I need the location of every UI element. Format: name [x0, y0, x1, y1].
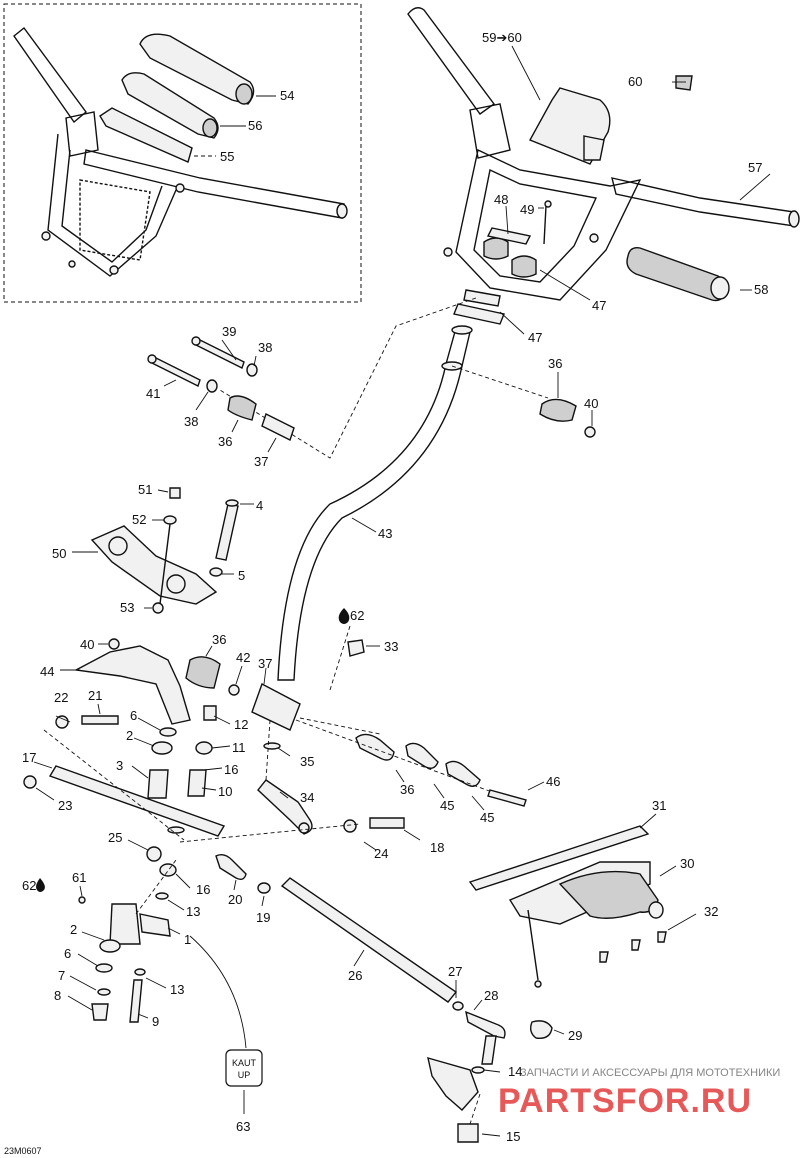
- watermark-brand: PARTSFOR.RU: [498, 1082, 752, 1120]
- tie-rod-26-group: [215, 853, 565, 1143]
- callout-39: 39: [222, 324, 236, 339]
- tie-rod-right-group: [295, 719, 545, 811]
- callout-5: 5: [238, 568, 245, 583]
- callout-54: 54: [280, 88, 294, 103]
- callout-27: 27: [448, 964, 462, 979]
- callout-30: 30: [680, 856, 694, 871]
- callout-21: 21: [88, 688, 102, 703]
- callout-23: 23: [58, 798, 72, 813]
- callout-36-upper-right: 36: [548, 356, 562, 371]
- callout-55: 55: [220, 149, 234, 164]
- callout-48: 48: [494, 192, 508, 207]
- callout-12: 12: [234, 717, 248, 732]
- callout-3: 3: [116, 758, 123, 773]
- callout-33: 33: [384, 639, 398, 654]
- label-plate-line1: KAUT: [232, 1058, 257, 1068]
- callout-37-upper: 37: [254, 454, 268, 469]
- oil-drop-icon: [338, 608, 350, 624]
- bracket-50-group: [72, 487, 254, 614]
- callout-45-right: 45: [480, 810, 494, 825]
- callout-51: 51: [138, 482, 152, 497]
- callout-35: 35: [300, 754, 314, 769]
- callout-2-upper: 2: [126, 728, 133, 743]
- callout-52: 52: [132, 512, 146, 527]
- handlebar-assembly: [407, 7, 800, 335]
- callout-38-upper: 38: [258, 340, 272, 355]
- callout-17: 17: [22, 750, 36, 765]
- callout-56: 56: [248, 118, 262, 133]
- link-rod-group: [127, 817, 421, 862]
- callout-36-right: 36: [400, 782, 414, 797]
- callout-47-upper: 47: [592, 298, 606, 313]
- callout-62-upper: 62: [350, 608, 364, 623]
- callout-62-lower: 62: [22, 878, 36, 893]
- callout-32: 32: [704, 904, 718, 919]
- callout-4: 4: [256, 498, 263, 513]
- callout-1: 1: [184, 932, 191, 947]
- callout-57: 57: [748, 160, 762, 175]
- callout-13-upper: 13: [186, 904, 200, 919]
- callout-15: 15: [506, 1129, 520, 1144]
- callout-16-lower: 16: [196, 882, 210, 897]
- callout-31: 31: [652, 798, 666, 813]
- callout-11: 11: [232, 740, 246, 755]
- inset-alternate-handlebar: [3, 3, 362, 303]
- callout-19: 19: [256, 910, 270, 925]
- callout-28: 28: [484, 988, 498, 1003]
- callout-58: 58: [754, 282, 768, 297]
- callout-9: 9: [152, 1014, 159, 1029]
- callout-25: 25: [108, 830, 122, 845]
- callout-59-to-60: 59➔60: [482, 30, 522, 45]
- callout-47-lower: 47: [528, 330, 542, 345]
- diagram-id: 23M0607: [4, 1146, 42, 1156]
- callout-38-lower: 38: [184, 414, 198, 429]
- watermark-tagline: ЗАПЧАСТИ И АКСЕССУАРЫ ДЛЯ МОТОТЕХНИКИ: [520, 1067, 780, 1079]
- callout-63: 63: [236, 1119, 250, 1134]
- callout-50: 50: [52, 546, 66, 561]
- upper-bushing-group: [147, 336, 596, 453]
- callout-43: 43: [378, 526, 392, 541]
- callout-16-upper: 16: [224, 762, 238, 777]
- label-plate-line2: UP: [238, 1070, 251, 1080]
- lower-column-group: [60, 638, 381, 835]
- callout-42: 42: [236, 650, 250, 665]
- callout-20: 20: [228, 892, 242, 907]
- pivot-stack-upper: [23, 703, 231, 841]
- callout-46: 46: [546, 774, 560, 789]
- callout-45-left: 45: [440, 798, 454, 813]
- watermark: ЗАПЧАСТИ И АКСЕССУАРЫ ДЛЯ МОТОТЕХНИКИ PA…: [498, 1067, 780, 1120]
- callout-6-lower: 6: [64, 946, 71, 961]
- callout-22: 22: [54, 690, 68, 705]
- callout-53: 53: [120, 600, 134, 615]
- callout-6-upper: 6: [130, 708, 137, 723]
- callout-34: 34: [300, 790, 314, 805]
- callout-2-lower: 2: [70, 922, 77, 937]
- callout-24: 24: [374, 846, 388, 861]
- callout-29: 29: [568, 1028, 582, 1043]
- oil-drop-icon: [36, 878, 45, 892]
- callout-26: 26: [348, 968, 362, 983]
- callout-61: 61: [72, 870, 86, 885]
- callout-13-lower: 13: [170, 982, 184, 997]
- callout-36-middle: 36: [212, 632, 226, 647]
- boot-cover-group: [468, 813, 697, 988]
- label-plate-63: KAUT UP: [189, 935, 263, 1114]
- callout-60: 60: [628, 74, 642, 89]
- callout-41: 41: [146, 386, 160, 401]
- callout-36-upper-left: 36: [218, 434, 232, 449]
- callout-10: 10: [218, 784, 232, 799]
- callout-37-lower: 37: [258, 656, 272, 671]
- callout-18: 18: [430, 840, 444, 855]
- callout-44: 44: [40, 664, 54, 679]
- callout-49: 49: [520, 202, 534, 217]
- steering-column-43: [219, 297, 549, 681]
- callout-8: 8: [54, 988, 61, 1003]
- callout-40-upper: 40: [584, 396, 598, 411]
- callout-14: 14: [508, 1064, 522, 1079]
- callout-40-lower: 40: [80, 637, 94, 652]
- pivot-stack-lower: [36, 859, 191, 1023]
- callout-7: 7: [58, 968, 65, 983]
